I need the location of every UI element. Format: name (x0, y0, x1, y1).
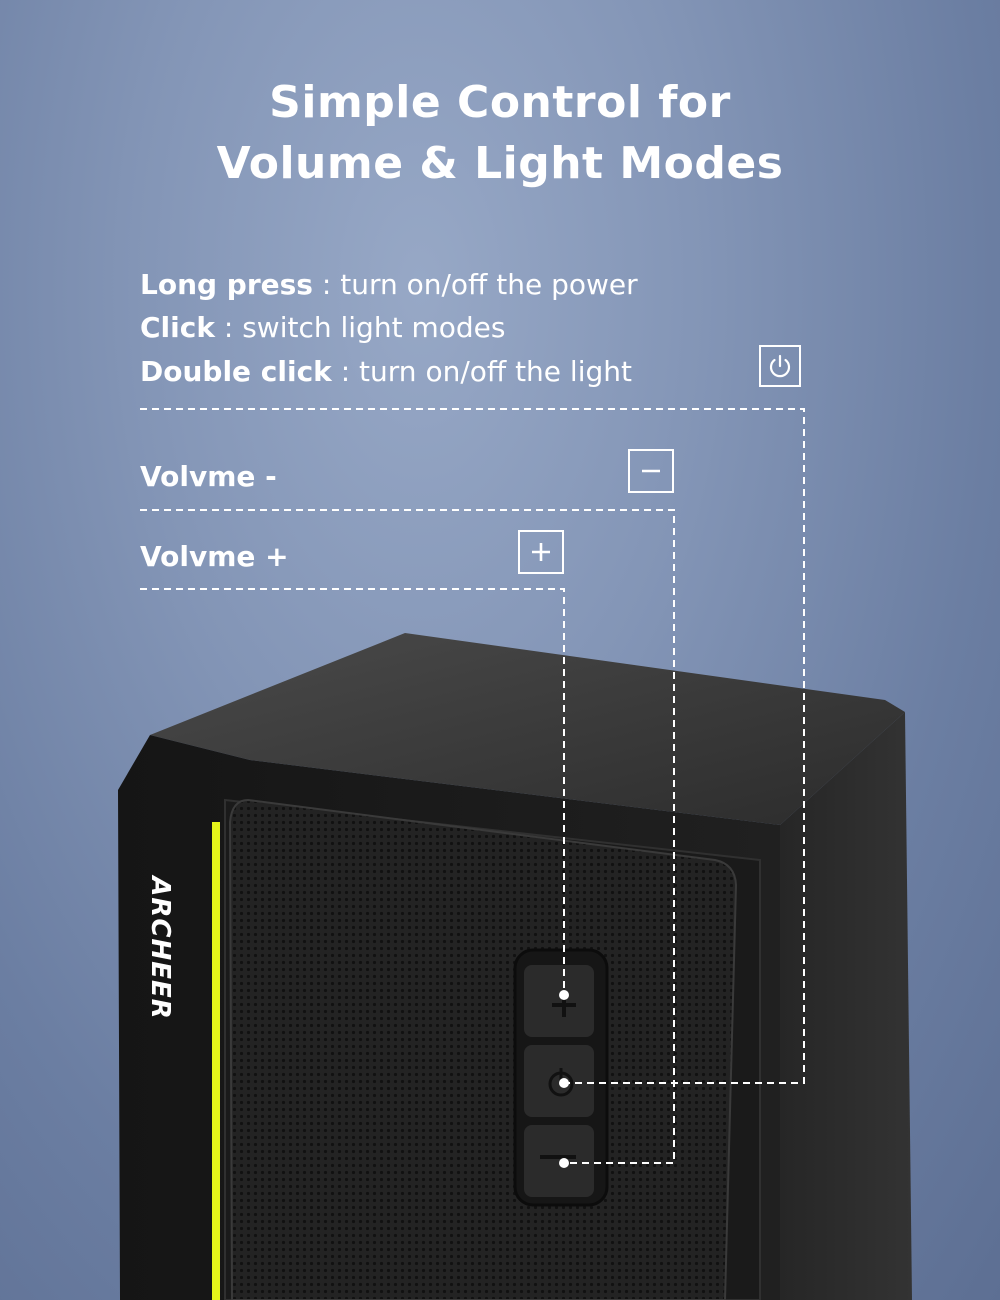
power-button (524, 1045, 594, 1117)
instruction-description: turn on/off the light (359, 355, 632, 388)
plus-icon (518, 530, 564, 574)
speaker-side-face (780, 712, 912, 1300)
instruction-separator: : (312, 268, 341, 301)
instruction-action: Double click (140, 355, 332, 388)
instruction-separator: : (214, 311, 243, 344)
instruction-action: Long press (140, 268, 313, 301)
led-strip (212, 822, 220, 1300)
power-icon (759, 345, 801, 387)
minus-icon (628, 449, 674, 493)
instruction-separator: : (331, 355, 360, 388)
speaker-grille (228, 798, 738, 1300)
instruction-click: Click : switch light modes (140, 311, 505, 345)
speaker-top-face (150, 633, 905, 825)
minus-button (524, 1125, 594, 1197)
minus-leader-line (140, 509, 675, 1164)
instruction-action: Click (140, 311, 215, 344)
instruction-description: switch light modes (242, 311, 506, 344)
power-leader-dot (559, 1078, 569, 1088)
plus-leader-dot (559, 990, 569, 1000)
instruction-double-click: Double click : turn on/off the light (140, 355, 632, 389)
minus-leader-dot (559, 1158, 569, 1168)
headline: Simple Control for Volume & Light Modes (0, 72, 1000, 194)
volume-up-label: Volvme + (140, 540, 289, 573)
volume-down-label: Volvme - (140, 460, 277, 493)
headline-line-2: Volume & Light Modes (216, 138, 784, 189)
headline-line-1: Simple Control for (269, 77, 731, 128)
plus-button (524, 965, 594, 1037)
plus-leader-line (140, 588, 565, 995)
instruction-long-press: Long press : turn on/off the power (140, 268, 638, 302)
power-leader-line (140, 408, 805, 1084)
instruction-description: turn on/off the power (340, 268, 638, 301)
